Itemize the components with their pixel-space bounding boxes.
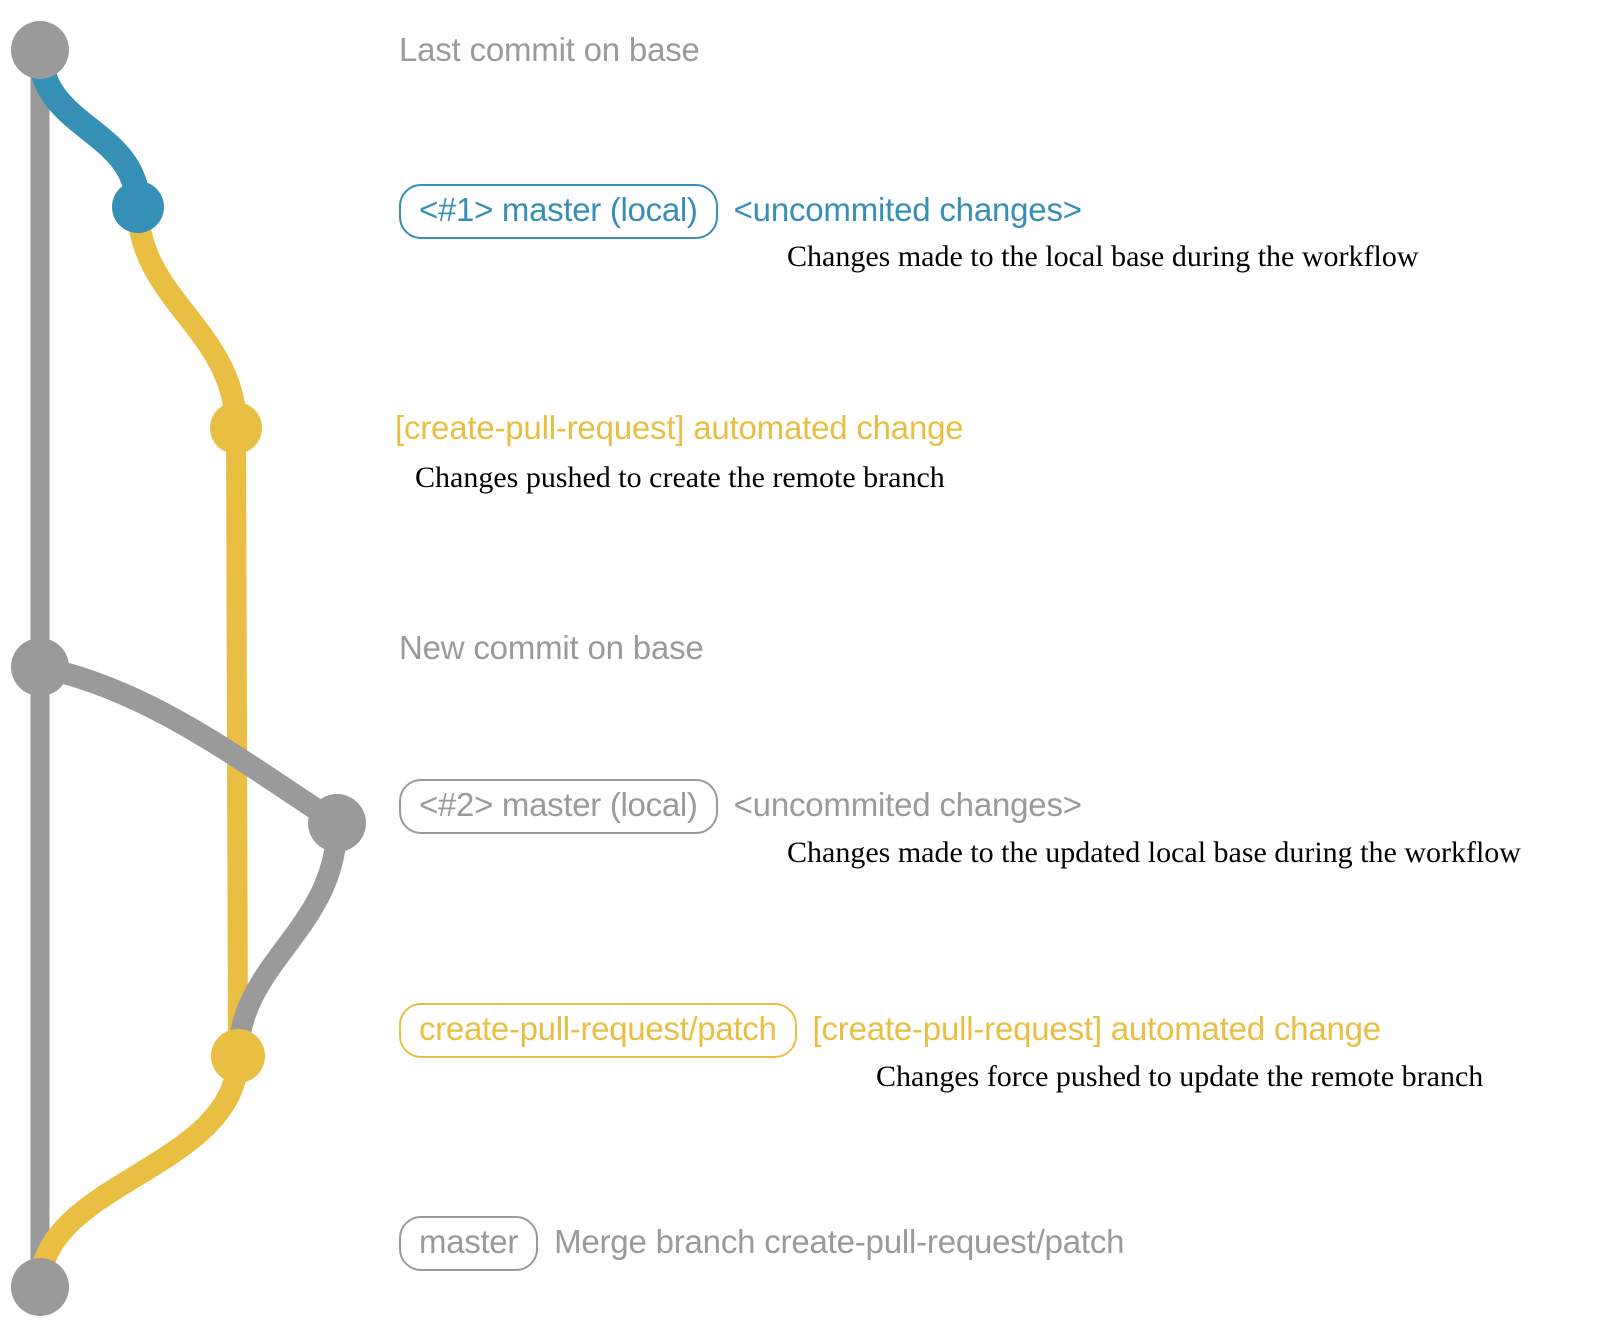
commit-node-last-commit-on-base[interactable] [11, 21, 69, 79]
commit-description-master-local-1: Changes made to the local base during th… [787, 240, 1419, 273]
branch-ref-pill-master-local-1[interactable]: <#1> master (local) [399, 184, 718, 239]
commit-row-automated-change-2: create-pull-request/patch [create-pull-r… [399, 1003, 1381, 1058]
commit-row-automated-change-1: [create-pull-request] automated change [395, 408, 964, 448]
commit-row-last-commit-on-base: Last commit on base [399, 30, 700, 70]
commit-row-new-commit-on-base: New commit on base [399, 628, 704, 668]
commit-description-master-local-2: Changes made to the updated local base d… [787, 836, 1521, 869]
commit-node-automated-change-1[interactable] [210, 402, 262, 454]
commit-row-merge-commit: master Merge branch create-pull-request/… [399, 1216, 1124, 1271]
commit-subject-automated-change-1: [create-pull-request] automated change [395, 409, 964, 446]
commit-row-master-local-1: <#1> master (local) <uncommited changes> [399, 184, 1082, 239]
commit-description-automated-change-1: Changes pushed to create the remote bran… [415, 461, 945, 494]
commit-subject-automated-change-2: [create-pull-request] automated change [812, 1010, 1382, 1047]
merge-branch-line [29, 1045, 249, 1298]
commit-node-new-commit-on-base[interactable] [11, 638, 69, 696]
commit-node-automated-change-2[interactable] [211, 1029, 265, 1083]
commit-subject-master-local-1: <uncommited changes> [733, 191, 1082, 228]
patch-branch-line-2 [227, 812, 348, 1067]
commit-node-merge-commit[interactable] [11, 1258, 69, 1316]
branch-ref-pill-create-pull-request-patch[interactable]: create-pull-request/patch [399, 1003, 797, 1058]
commit-subject-merge-commit: Merge branch create-pull-request/patch [554, 1223, 1125, 1260]
commit-node-master-local-2[interactable] [308, 794, 366, 852]
local-branch-line-2 [29, 656, 348, 834]
branch-ref-pill-master-local-2[interactable]: <#2> master (local) [399, 779, 718, 834]
patch-lane-line [226, 418, 248, 1066]
branch-ref-pill-master[interactable]: master [399, 1216, 539, 1271]
commit-subject-new-commit-on-base: New commit on base [399, 629, 704, 666]
commit-row-master-local-2: <#2> master (local) <uncommited changes> [399, 779, 1082, 834]
commit-subject-master-local-2: <uncommited changes> [733, 786, 1082, 823]
commit-node-master-local-1[interactable] [112, 181, 164, 233]
patch-branch-line-1 [127, 196, 247, 439]
commit-description-automated-change-2: Changes force pushed to update the remot… [876, 1060, 1484, 1093]
git-graph [11, 21, 366, 1316]
commit-subject-last-commit-on-base: Last commit on base [399, 31, 700, 68]
